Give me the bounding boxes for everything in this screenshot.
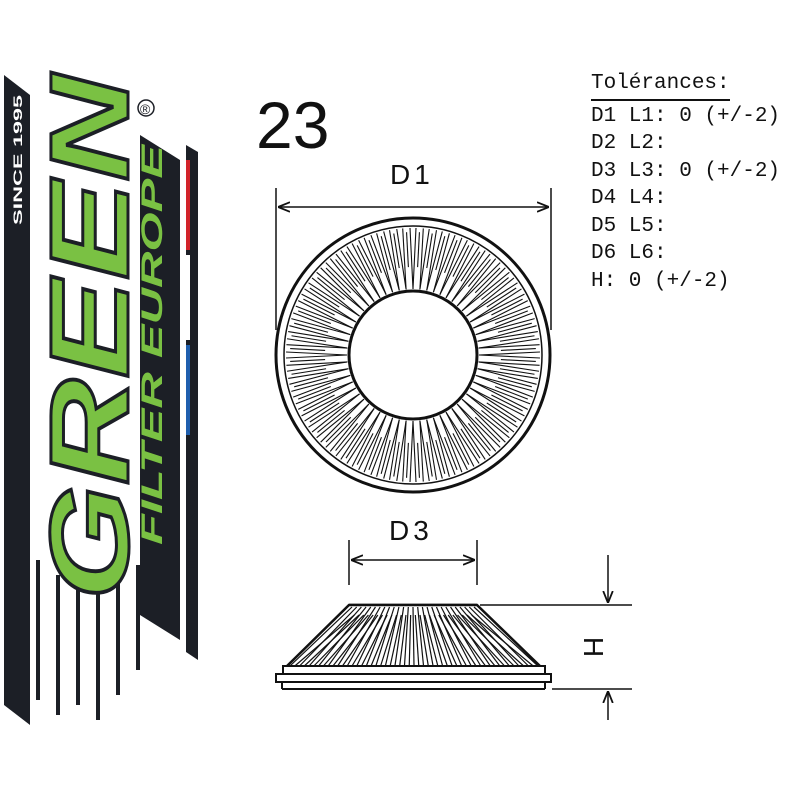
tolerance-row-d6: D6 L6:	[591, 242, 667, 265]
filter-drawing: D1 D3 H	[274, 159, 632, 720]
logo-speed-lines	[36, 560, 140, 720]
d3-dimension	[348, 540, 478, 585]
flag-blue-bar	[186, 345, 190, 435]
tolerances-title: Tolérances:	[591, 70, 730, 101]
filter-pleats	[286, 228, 540, 482]
filter-side-view	[275, 603, 552, 690]
tolerance-row-h: H: 0 (+/-2)	[591, 269, 730, 293]
tolerance-row-d1: D1 L1: 0 (+/-2)	[591, 104, 781, 128]
tolerance-row-d5: D5 L5:	[591, 214, 667, 238]
tolerances-panel: Tolérances: D1 L1: 0 (+/-2) D2 L2: D3 L3…	[591, 70, 780, 295]
flag-white-bar	[186, 255, 190, 340]
part-number: 23	[256, 88, 330, 162]
tolerance-row-d2: D2 L2:	[591, 132, 667, 155]
tolerance-row-d4: D4 L4:	[591, 187, 667, 210]
d3-label: D3	[389, 515, 433, 546]
logo-subtitle-text: FILTER EUROPE	[136, 143, 169, 545]
logo-since-text: SINCE 1995	[11, 94, 25, 225]
registered-mark: ®	[140, 101, 151, 117]
d1-label: D1	[390, 159, 434, 190]
registered-mark-circle	[137, 99, 155, 117]
tolerance-row-d3: D3 L3: 0 (+/-2)	[591, 159, 781, 183]
green-filter-logo: GREEN FILTER EUROPE SINCE 1995 MADE IN F…	[4, 71, 198, 725]
filter-top-view	[274, 216, 552, 494]
logo-stripes	[4, 75, 198, 725]
h-dimension	[480, 555, 632, 720]
d1-dimension	[275, 188, 552, 330]
logo-made-in-text: MADE IN FRANCE	[184, 450, 198, 640]
side-pleats	[289, 606, 539, 667]
h-label: H	[578, 637, 609, 657]
flag-red-bar	[186, 160, 190, 250]
logo-brand-text: GREEN	[27, 72, 152, 600]
